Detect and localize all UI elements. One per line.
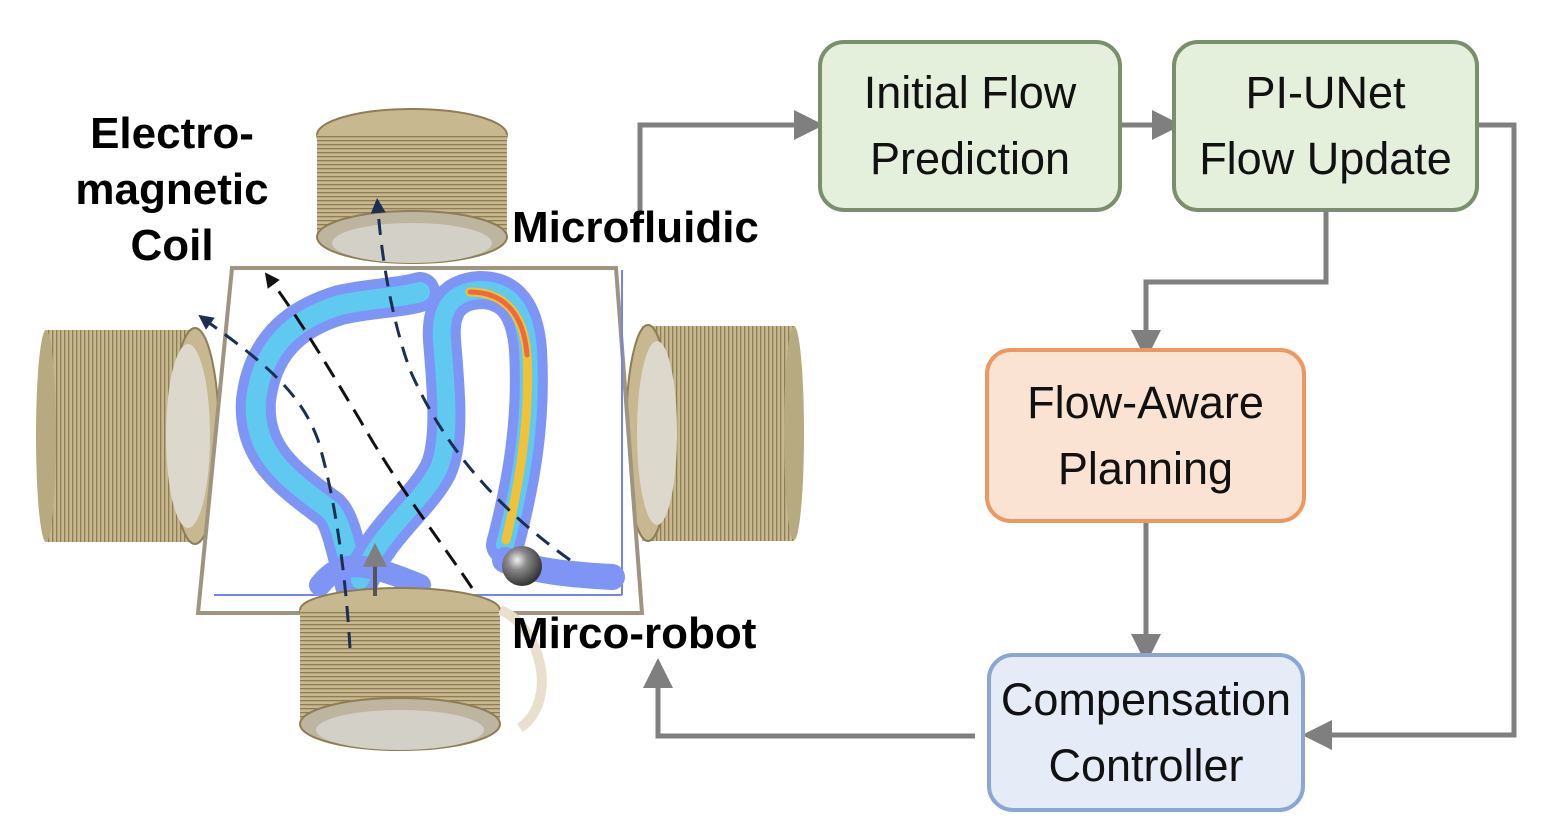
coil-label-line2: magnetic	[75, 165, 269, 214]
field-lines	[198, 198, 571, 649]
coil-right	[625, 324, 804, 542]
flow-aware-planning-box: Flow-Aware Planning	[985, 348, 1306, 523]
initial-flow-prediction-box: Initial Flow Prediction	[818, 40, 1122, 212]
coil-label-line1: Electro-	[90, 109, 254, 158]
pi-unet-flow-update-box: PI-UNet Flow Update	[1172, 40, 1479, 212]
initial-flow-line2: Prediction	[869, 133, 1071, 184]
microrobot-label: Mirco-robot	[512, 609, 757, 658]
arrow-pi-unet-to-planning	[1131, 212, 1329, 360]
coil-bottom	[299, 587, 547, 751]
connectors	[637, 110, 1517, 750]
microfluidic-chip	[195, 266, 645, 615]
compensation-controller-box: Compensation Controller	[987, 653, 1305, 812]
controller-line2: Controller	[1048, 739, 1244, 791]
arrow-controller-to-robot	[643, 658, 975, 739]
flow-channels	[235, 271, 625, 605]
coil-left	[36, 327, 220, 545]
planning-line1: Flow-Aware	[1027, 376, 1264, 428]
coil-label: Electro- magnetic Coil	[40, 106, 304, 274]
planning-line2: Planning	[1057, 442, 1234, 494]
micro-robot-ball	[502, 546, 542, 586]
pi-unet-line2: Flow Update	[1199, 133, 1452, 184]
microfluidic-label: Microfluidic	[512, 203, 759, 252]
arrow-to-initial-flow	[637, 110, 824, 212]
coil-top	[316, 108, 508, 264]
arrow-pi-unet-to-controller	[1302, 122, 1517, 750]
initial-flow-line1: Initial Flow	[863, 67, 1077, 118]
coil-label-line3: Coil	[130, 221, 214, 270]
controller-line1: Compensation	[1000, 673, 1292, 725]
pi-unet-line1: PI-UNet	[1245, 67, 1406, 118]
